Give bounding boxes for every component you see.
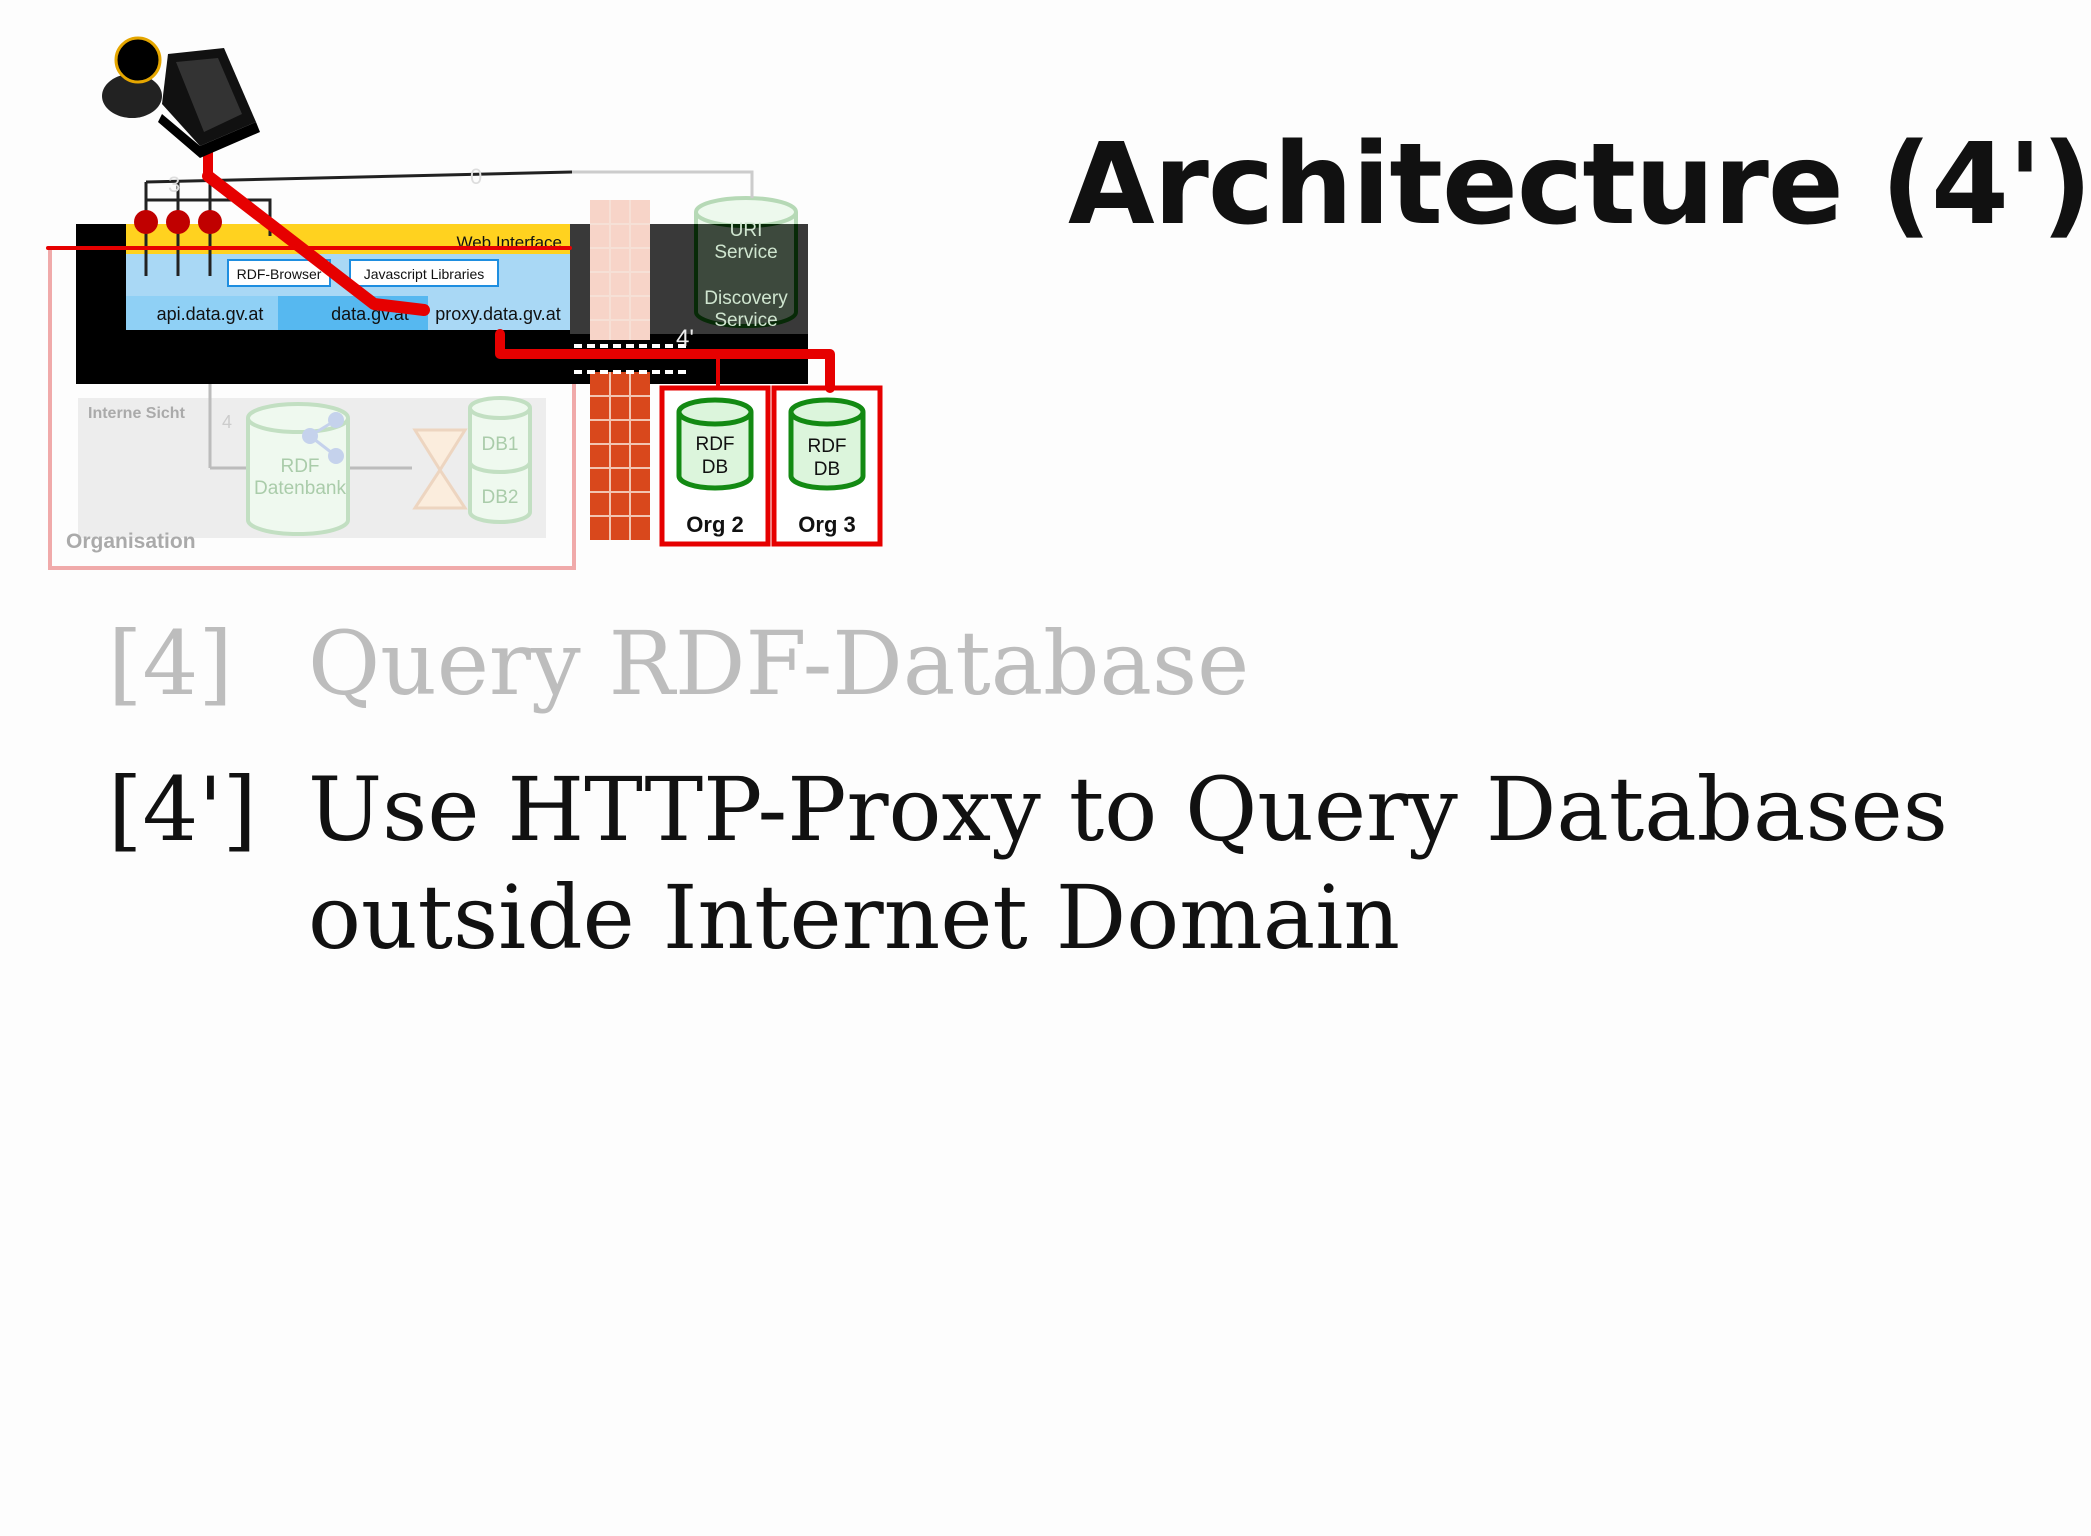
org3-db-label: DB xyxy=(814,459,840,480)
rdf-datenbank-label-2: Datenbank xyxy=(254,478,346,499)
db2-label: DB2 xyxy=(482,487,519,508)
db1-label: DB1 xyxy=(482,434,519,455)
slide-title: Architecture (4') xyxy=(1068,120,2091,250)
firewall-icon xyxy=(590,200,650,540)
organisation-frame xyxy=(48,250,576,570)
item-number: [4] xyxy=(108,612,233,715)
org2-db-label: DB xyxy=(702,457,728,478)
rdf-datenbank-cylinder-icon xyxy=(246,402,350,536)
rdf-browser-label: RDF-Browser xyxy=(237,266,322,282)
proxy-label: proxy.data.gv.at xyxy=(435,304,560,324)
org2-label: Org 2 xyxy=(686,512,743,537)
item-text: Query RDF-Database xyxy=(308,612,1250,715)
org3-db xyxy=(771,385,883,547)
step-4p-label: 4' xyxy=(676,325,694,352)
organisation-label: Organisation xyxy=(66,530,196,553)
uri-service-label-1: URI xyxy=(730,220,763,241)
rdf-datenbank-label-1: RDF xyxy=(280,456,319,477)
architecture-diagram: Interne Sicht RDF Datenbank DB1 DB2 4 Or… xyxy=(46,36,883,570)
organisation-area xyxy=(78,186,546,538)
interne-sicht-label: Interne Sicht xyxy=(88,405,186,422)
item-text: Use HTTP-Proxy to Query Databases outsid… xyxy=(308,758,1948,969)
item-number: [4'] xyxy=(108,758,257,861)
step-3-label: 3 xyxy=(168,172,180,197)
javascript-libraries-label: Javascript Libraries xyxy=(364,266,485,282)
endpoint-dots xyxy=(134,210,222,234)
javascript-libraries-box xyxy=(349,259,499,287)
discovery-service-label-2: Service xyxy=(714,310,777,331)
step-0-label: 0 xyxy=(470,164,482,189)
org3-label: Org 3 xyxy=(798,512,855,537)
discovery-service-label-1: Discovery xyxy=(704,288,788,309)
org3-rdf-label: RDF xyxy=(807,436,846,457)
api-label: api.data.gv.at xyxy=(157,304,264,324)
db-stack-icon xyxy=(468,396,532,524)
slide: Interne Sicht RDF Datenbank DB1 DB2 4 Or… xyxy=(46,36,2091,969)
org2-rdf-label: RDF xyxy=(695,434,734,455)
user-with-laptop-icon xyxy=(102,36,260,158)
step-4-label: 4 xyxy=(222,412,232,432)
uri-service-label-2: Service xyxy=(714,242,777,263)
org2-db xyxy=(659,385,771,547)
